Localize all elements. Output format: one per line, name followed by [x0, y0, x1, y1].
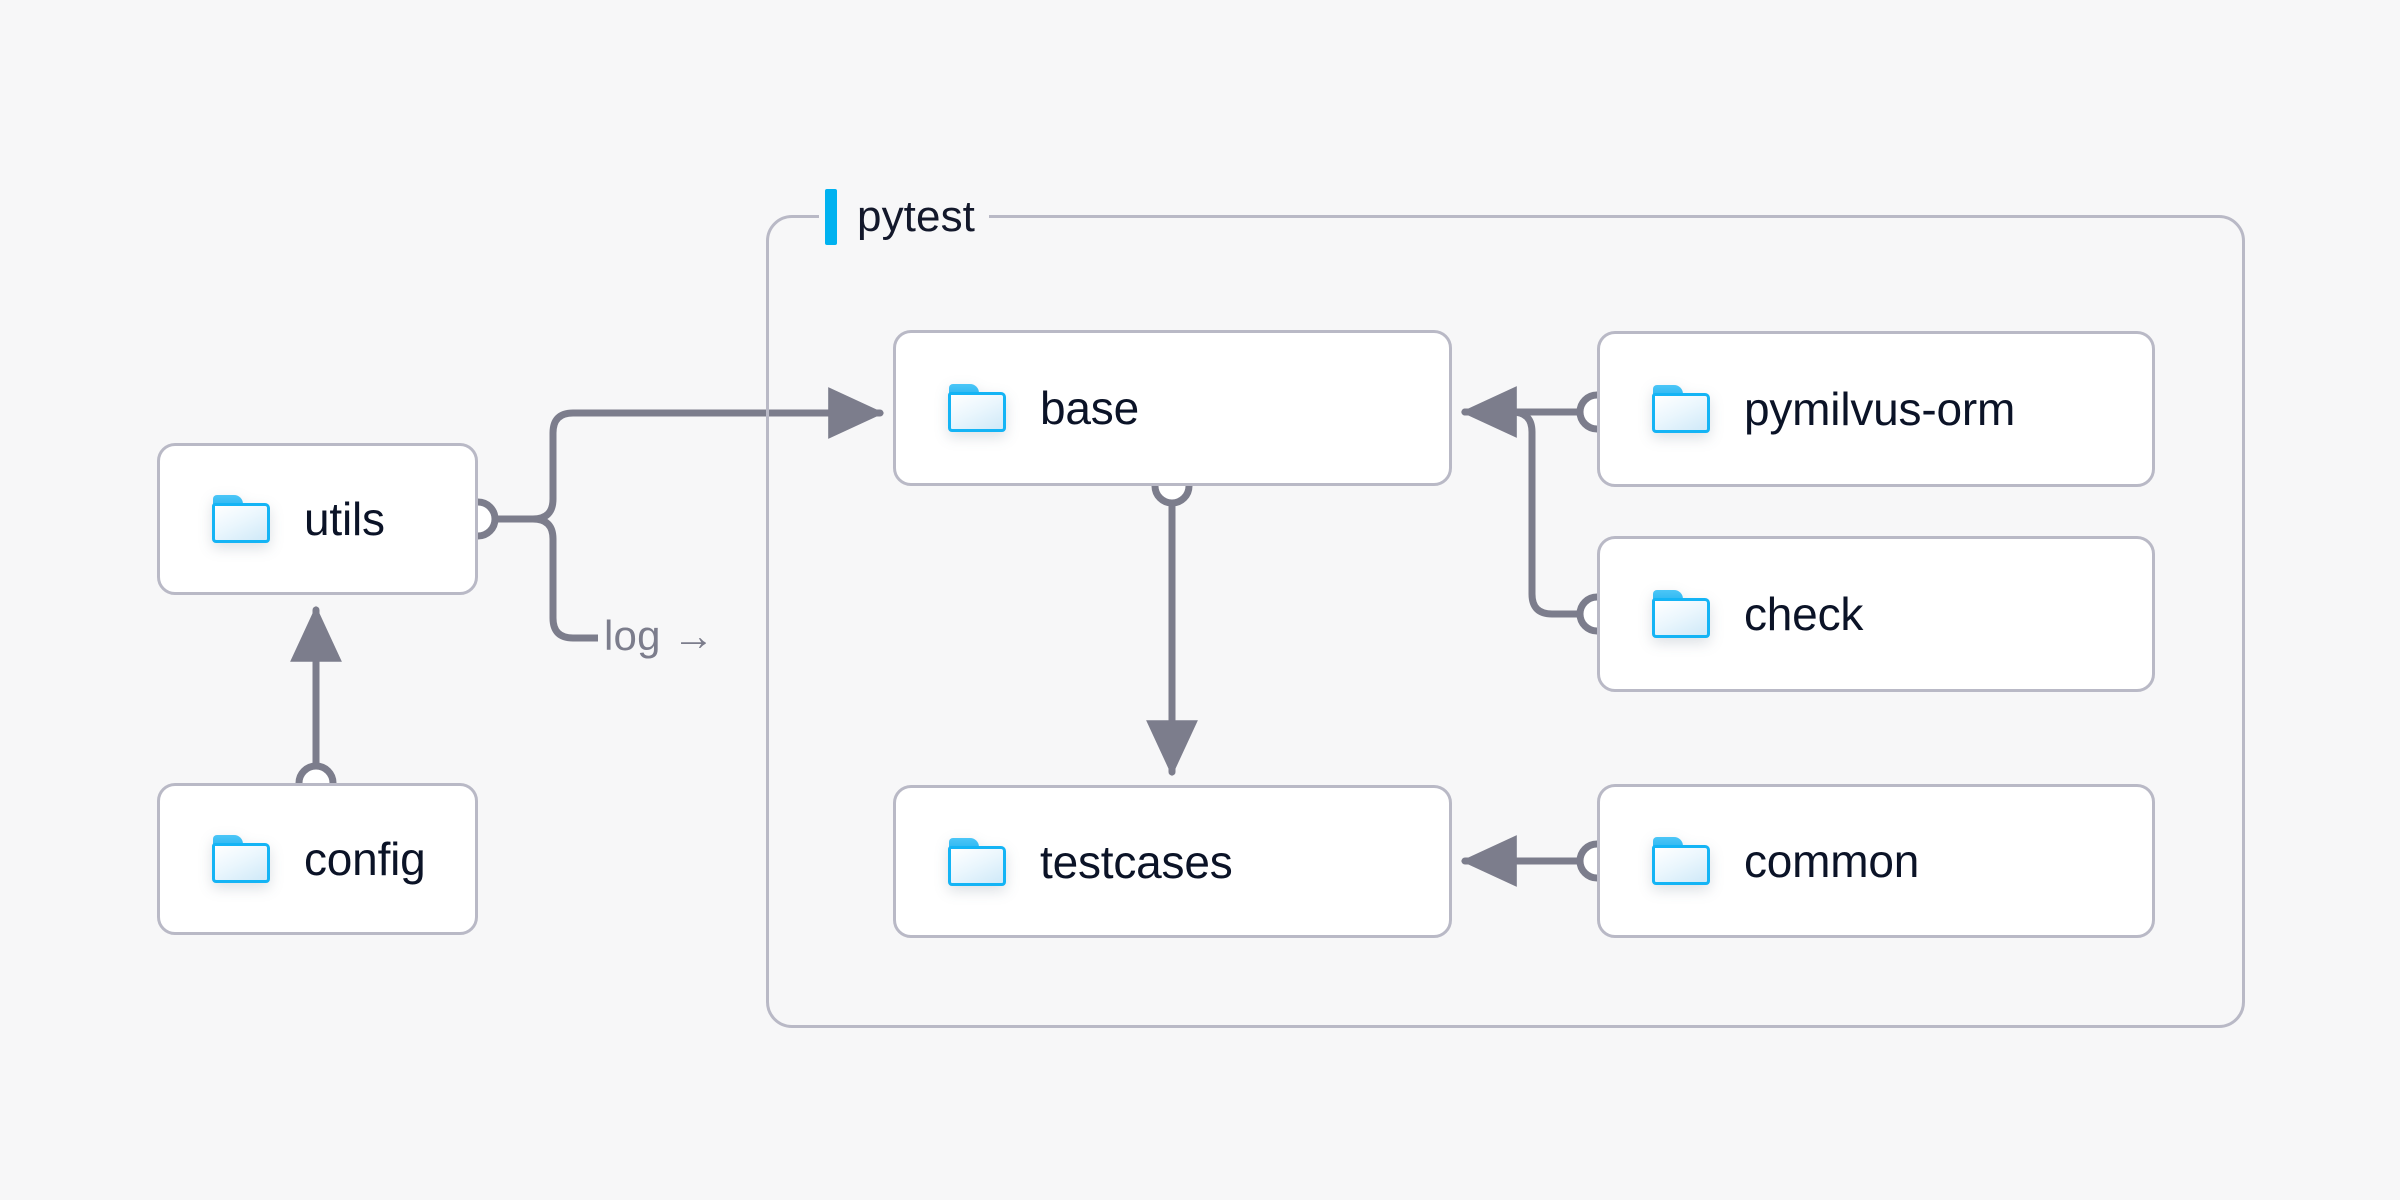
folder-icon	[1652, 590, 1710, 638]
edge-label-log: log →	[598, 615, 721, 657]
node-utils[interactable]: utils	[157, 443, 478, 595]
node-label-pymilvus-orm: pymilvus-orm	[1744, 383, 2016, 435]
folder-icon	[212, 495, 270, 543]
folder-icon	[1652, 385, 1710, 433]
node-base[interactable]: base	[893, 330, 1452, 486]
node-label-check: check	[1744, 588, 1864, 640]
node-check[interactable]: check	[1597, 536, 2155, 692]
node-common[interactable]: common	[1597, 784, 2155, 938]
node-testcases[interactable]: testcases	[893, 785, 1452, 938]
group-container-pytest[interactable]	[766, 215, 2245, 1028]
node-label-config: config	[304, 833, 426, 885]
group-title-text: pytest	[857, 192, 975, 241]
folder-icon	[212, 835, 270, 883]
node-config[interactable]: config	[157, 783, 478, 935]
folder-icon	[1652, 837, 1710, 885]
group-accent-bar	[825, 189, 837, 245]
folder-icon	[948, 384, 1006, 432]
node-label-testcases: testcases	[1040, 835, 1233, 888]
group-label-pytest: pytest	[819, 189, 989, 245]
node-label-common: common	[1744, 835, 1920, 887]
folder-icon	[948, 837, 1006, 886]
node-label-base: base	[1040, 382, 1139, 434]
node-pymilvus-orm[interactable]: pymilvus-orm	[1597, 331, 2155, 487]
node-label-utils: utils	[304, 493, 385, 545]
